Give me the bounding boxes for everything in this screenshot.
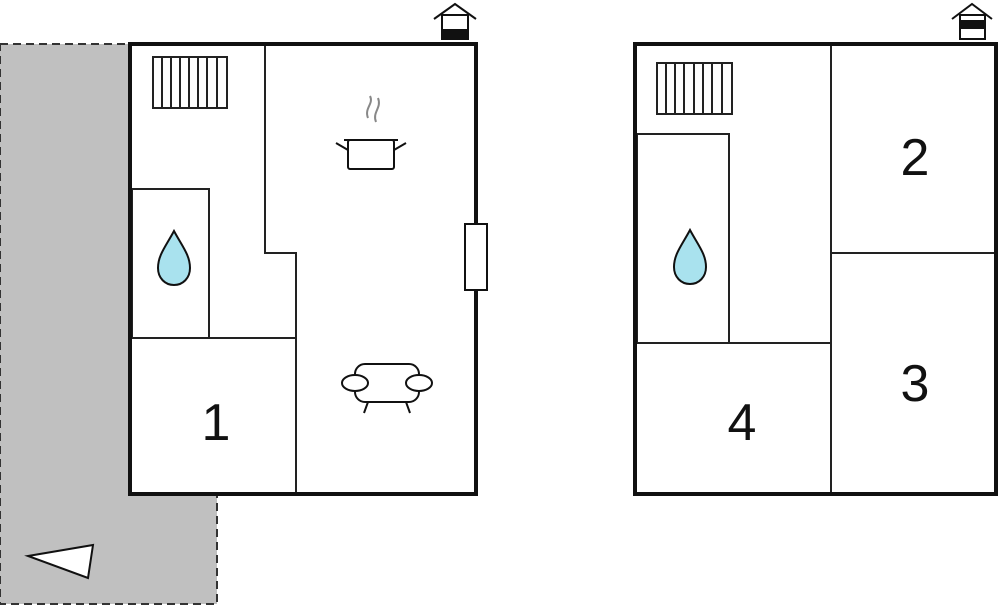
stairs-icon [152,56,228,109]
room-number-3: 3 [901,355,930,413]
cooking-pot-icon [335,95,407,170]
window-icon [464,223,488,291]
room-number-2: 2 [901,129,930,187]
house-icon [433,2,477,40]
room-number-1: 1 [202,394,231,452]
house-icon [951,2,993,40]
stairs-icon [656,62,733,115]
direction-arrow-icon [24,543,95,580]
water-drop-icon [156,228,192,287]
floor-plan-level-2: 2 3 4 [633,2,998,496]
floor-plan-level-1: 1 [128,2,488,496]
room-number-4: 4 [728,394,757,452]
water-drop-icon [672,227,708,286]
sofa-icon [341,363,433,414]
